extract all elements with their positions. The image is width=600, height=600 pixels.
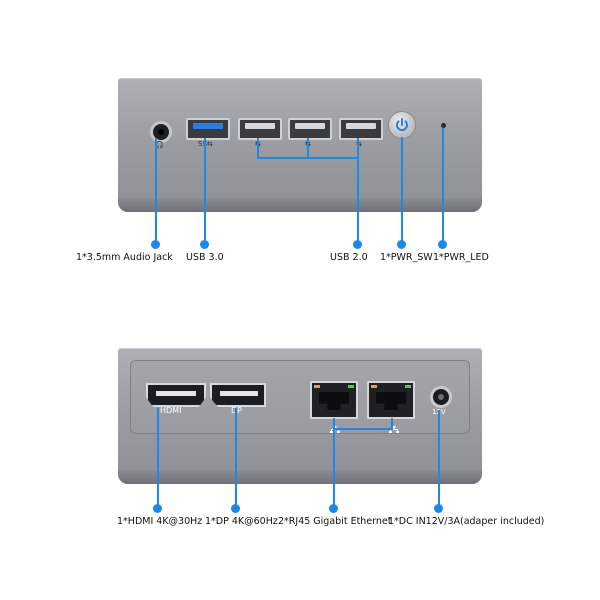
hdmi-callout-dot (153, 504, 162, 513)
dp-port (210, 383, 266, 407)
dp-callout-line (235, 408, 237, 508)
network-icon-2 (389, 419, 399, 438)
hdmi-callout: 1*HDMI 4K@30Hz (117, 516, 203, 527)
dc-callout-line (438, 410, 440, 508)
hdmi-port (146, 383, 206, 407)
front-panel-device (118, 78, 482, 212)
ethernet-callout-branch (391, 418, 393, 430)
front-panel-shade (118, 198, 482, 212)
power-button[interactable] (388, 111, 416, 139)
usb3-callout-dot (200, 240, 209, 249)
ethernet-callout-joiner (333, 428, 393, 430)
rear-panel-shade (118, 470, 482, 484)
ethernet-callout-dot (329, 504, 338, 513)
usb2-port-3 (339, 118, 383, 140)
audio-jack-callout: 1*3.5mm Audio Jack (76, 252, 173, 263)
usb2-callout-line-1 (257, 138, 259, 158)
usb2-callout-dot (353, 240, 362, 249)
power-led-callout-dot (438, 240, 447, 249)
ethernet-port-1 (310, 381, 358, 419)
dc-callout-dot (434, 504, 443, 513)
usb2-callout: USB 2.0 (330, 252, 368, 263)
power-switch-callout: 1*PWR_SW (380, 252, 433, 263)
audio-jack-port (150, 121, 172, 143)
usb3-callout: USB 3.0 (186, 252, 224, 263)
ethernet-port-2 (367, 381, 415, 419)
usb3-callout-line (204, 138, 206, 244)
dc-in-callout: 1*DC IN12V/3A(adaper included) (388, 516, 545, 527)
ethernet-callout: 2*RJ45 Gigabit Ethernet (278, 516, 392, 527)
usb2-callout-line-3 (357, 138, 359, 244)
power-led (441, 123, 446, 128)
rear-panel-device (118, 348, 482, 484)
dp-callout: 1*DP 4K@60Hz (205, 516, 278, 527)
usb2-port-1 (238, 118, 282, 140)
usb3-port (186, 118, 230, 140)
power-switch-callout-dot (397, 240, 406, 249)
power-switch-callout-line (401, 137, 403, 244)
hdmi-callout-line (157, 408, 159, 508)
audio-callout-line (155, 138, 157, 244)
power-led-callout-line (442, 128, 444, 244)
usb2-port-2 (288, 118, 332, 140)
power-icon (396, 118, 408, 131)
dp-callout-dot (231, 504, 240, 513)
power-led-callout: 1*PWR_LED (433, 252, 489, 263)
ethernet-callout-line (333, 418, 335, 508)
audio-callout-dot (151, 240, 160, 249)
usb2-callout-line-2 (307, 138, 309, 158)
usb2-callout-joiner (257, 157, 359, 159)
dc-in-port (430, 386, 452, 408)
hdmi-port-label: HDMI (160, 406, 182, 415)
headphone-icon: 🎧 (155, 141, 164, 149)
